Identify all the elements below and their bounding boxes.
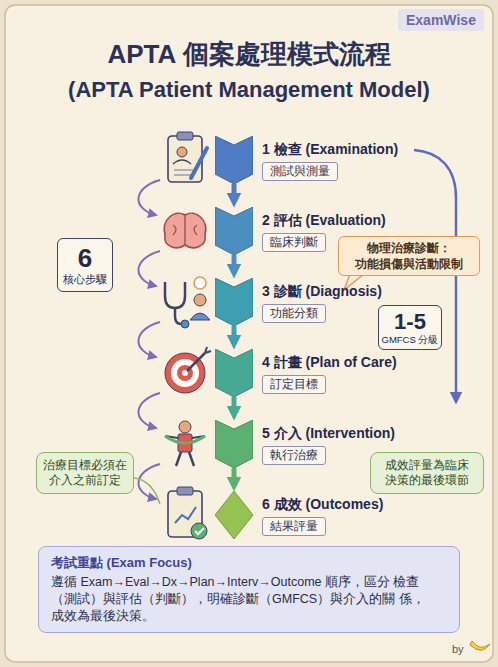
person-head: [194, 294, 206, 306]
node-heading: 3 診斷 (Diagnosis): [262, 280, 382, 302]
thought-bubble: [194, 277, 206, 289]
chevron-marker: [215, 278, 253, 326]
flow-connector: [232, 255, 237, 268]
note-callout: 治療目標必須在 介入之前訂定: [36, 452, 134, 494]
flow-arrow: [138, 464, 160, 499]
stethoscope-tube: [175, 308, 181, 324]
loop-arrow: [414, 150, 456, 402]
node-heading: 2 評估 (Evaluation): [262, 209, 386, 231]
node-heading: 1 檢查 (Examination): [262, 138, 398, 160]
node-heading: 4 計畫 (Plan of Care): [262, 351, 397, 373]
outcome-clipboard-icon: [168, 487, 207, 539]
stethoscope-icon: [165, 277, 210, 328]
person-shoulders: [173, 160, 191, 164]
person-head: [177, 147, 187, 157]
node-heading: 物理治療診斷： 功能損傷與活動限制: [345, 240, 473, 272]
paper-sheet: [5, 5, 493, 662]
brain-folds: [173, 215, 197, 245]
text-holder: 6 成效 (Outcomes) 結果評量: [262, 493, 383, 536]
exercise-icon: [165, 421, 205, 466]
flow-arrow: [138, 251, 160, 286]
check-badge: [191, 523, 207, 539]
leader-line: [134, 478, 160, 504]
node-body: 測試與測量: [262, 162, 338, 181]
stethoscope-bell: [181, 320, 189, 328]
chevron-shape: [215, 278, 253, 326]
count-box: 6核心步驟: [57, 238, 113, 292]
scale-box: 1-5GMFCS 分級: [378, 305, 442, 350]
node-heading: 成效評量為臨床 決策的最後環節: [375, 458, 479, 488]
node-heading: 治療目標必須在 介入之前訂定: [41, 458, 129, 488]
node-body: 功能分類: [262, 304, 326, 323]
node-body: 遵循 Exam→Eval→Dx→Plan→Interv→Outcome 順序，區…: [51, 574, 447, 625]
check-mark: [195, 528, 204, 534]
flow-connector: [232, 184, 237, 197]
dart-fletch: [205, 347, 211, 353]
stethoscope-tube: [165, 282, 185, 308]
node-heading: 1-5: [394, 309, 426, 334]
chevron-marker: [215, 349, 253, 397]
chevron-shape: [215, 349, 253, 397]
pen: [191, 148, 207, 178]
banana-icon: [470, 641, 490, 650]
diamond-marker: [215, 491, 253, 539]
chevron-marker: [215, 491, 253, 539]
end-step: 6 成效 (Outcomes) 結果評量: [215, 491, 415, 539]
chevron-marker: [215, 207, 253, 255]
title: APTA 個案處理模式流程: [0, 38, 498, 70]
text-holder: 4 計畫 (Plan of Care) 訂定目標: [262, 351, 397, 394]
text-holder: 1 檢查 (Examination) 測試與測量: [262, 138, 398, 181]
target-ring: [165, 353, 205, 393]
node-body: 執行治療: [262, 446, 326, 465]
process-step: 4 計畫 (Plan of Care) 訂定目標: [215, 349, 415, 397]
node-body: 結果評量: [262, 517, 326, 536]
clipboard-icon: [168, 132, 207, 182]
subtitle: (APTA Patient Management Model): [0, 76, 498, 104]
person-arms: [165, 436, 205, 438]
flow-connector: [232, 326, 237, 339]
flow-arrow: [138, 322, 160, 357]
brand-tag: ExamWise: [398, 9, 484, 31]
person-body: [190, 313, 210, 320]
dart: [187, 353, 205, 371]
clipboard-clip: [177, 132, 193, 140]
flow-arrow: [138, 180, 160, 215]
trend-line: [175, 507, 196, 523]
flow-connector: [232, 397, 237, 410]
brain-icon: [164, 213, 205, 248]
clipboard-board: [168, 136, 202, 182]
chevron-shape: [215, 136, 253, 184]
chevron-shape: [215, 420, 253, 468]
node-body: 臨床判斷: [262, 233, 326, 252]
node-heading: 考試重點 (Exam Focus): [51, 554, 447, 572]
callout-box: 物理治療診斷： 功能損傷與活動限制: [338, 236, 480, 276]
brain-shape: [164, 213, 205, 248]
exercise-band: [165, 436, 205, 443]
node-body: 訂定目標: [262, 375, 326, 394]
form-lines: [174, 170, 193, 175]
chevron-shape: [215, 207, 253, 255]
node-heading: 6: [78, 244, 92, 272]
target-icon: [165, 347, 211, 393]
note-callout: 成效評量為臨床 決策的最後環節: [370, 452, 484, 494]
chevron-marker: [215, 420, 253, 468]
credit-text: by: [452, 642, 464, 656]
chevron-marker: [215, 136, 253, 184]
person-head: [179, 421, 191, 433]
text-holder: 3 診斷 (Diagnosis) 功能分類: [262, 280, 382, 323]
node-body: 核心步驟: [63, 272, 107, 286]
flow-arrow: [138, 393, 160, 428]
clipboard-clip: [177, 487, 193, 495]
person-legs: [176, 452, 194, 466]
node-heading: 6 成效 (Outcomes): [262, 493, 383, 515]
exam-focus-box: 考試重點 (Exam Focus) 遵循 Exam→Eval→Dx→Plan→In…: [38, 546, 460, 633]
flow-connector: [232, 468, 237, 481]
node-heading: 5 介入 (Intervention): [262, 422, 395, 444]
node-body: GMFCS 分級: [382, 334, 439, 346]
process-step: 1 檢查 (Examination) 測試與測量: [215, 136, 415, 184]
